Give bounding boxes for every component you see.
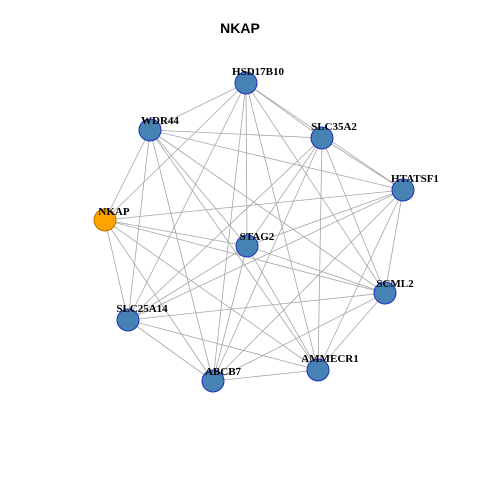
edge-hsd17b10-wdr44 [149, 82, 247, 131]
edge-scml2-ammecr1 [317, 292, 386, 371]
edge-htatsf1-ammecr1 [317, 189, 404, 371]
edge-nkap-slc25a14 [104, 219, 129, 321]
edge-htatsf1-nkap [104, 189, 404, 221]
edge-slc35a2-htatsf1 [321, 137, 404, 191]
node-label-scml2: SCML2 [376, 278, 414, 290]
node-slc35a2[interactable] [310, 126, 334, 150]
edge-htatsf1-stag2 [246, 189, 404, 247]
edge-slc35a2-abcb7 [212, 137, 323, 382]
node-wdr44[interactable] [138, 118, 162, 142]
edge-stag2-scml2 [246, 245, 386, 294]
edges-layer [104, 82, 404, 382]
node-hsd17b10[interactable] [234, 71, 258, 95]
edge-hsd17b10-slc25a14 [127, 82, 247, 321]
edge-wdr44-slc25a14 [127, 129, 151, 321]
edge-wdr44-scml2 [149, 129, 386, 294]
edge-htatsf1-abcb7 [212, 189, 404, 382]
graph-title: NKAP [220, 20, 260, 36]
node-label-slc25a14: SLC25A14 [116, 303, 168, 315]
node-label-abcb7: ABCB7 [205, 366, 242, 378]
node-scml2[interactable] [373, 281, 397, 305]
node-label-ammecr1: AMMECR1 [301, 353, 358, 365]
node-label-stag2: STAG2 [240, 231, 275, 243]
edge-wdr44-stag2 [149, 129, 248, 247]
node-label-slc35a2: SLC35A2 [311, 121, 357, 133]
edge-stag2-slc25a14 [127, 245, 248, 321]
node-ammecr1[interactable] [306, 358, 330, 382]
node-label-hsd17b10: HSD17B10 [232, 66, 284, 78]
node-htatsf1[interactable] [391, 178, 415, 202]
edge-wdr44-slc35a2 [149, 129, 323, 139]
edge-scml2-slc25a14 [127, 292, 386, 321]
edge-hsd17b10-stag2 [245, 82, 248, 247]
node-stag2[interactable] [235, 234, 259, 258]
edge-scml2-abcb7 [212, 292, 386, 382]
edge-slc35a2-ammecr1 [317, 137, 323, 371]
edge-slc25a14-abcb7 [127, 319, 214, 382]
edge-hsd17b10-slc35a2 [245, 82, 323, 139]
edge-htatsf1-scml2 [384, 189, 404, 294]
node-label-htatsf1: HTATSF1 [391, 173, 439, 185]
node-abcb7[interactable] [201, 369, 225, 393]
edge-slc35a2-stag2 [246, 137, 323, 247]
edge-stag2-ammecr1 [246, 245, 319, 371]
edge-wdr44-htatsf1 [149, 129, 404, 191]
edge-nkap-stag2 [104, 219, 248, 247]
edge-slc25a14-ammecr1 [127, 319, 319, 371]
edge-slc35a2-scml2 [321, 137, 386, 294]
nodes-layer [93, 71, 415, 393]
edge-wdr44-ammecr1 [149, 129, 319, 371]
node-label-nkap: NKAP [98, 206, 129, 218]
edge-hsd17b10-nkap [104, 82, 247, 221]
edge-slc35a2-slc25a14 [127, 137, 323, 321]
edge-wdr44-nkap [104, 129, 151, 221]
node-slc25a14[interactable] [116, 308, 140, 332]
edge-wdr44-abcb7 [149, 129, 214, 382]
edge-hsd17b10-abcb7 [212, 82, 247, 382]
edge-ammecr1-abcb7 [212, 369, 319, 382]
edge-htatsf1-slc25a14 [127, 189, 404, 321]
node-label-wdr44: WDR44 [141, 115, 179, 127]
edge-stag2-abcb7 [212, 245, 248, 382]
edge-hsd17b10-scml2 [245, 82, 386, 294]
node-nkap[interactable] [93, 208, 117, 232]
